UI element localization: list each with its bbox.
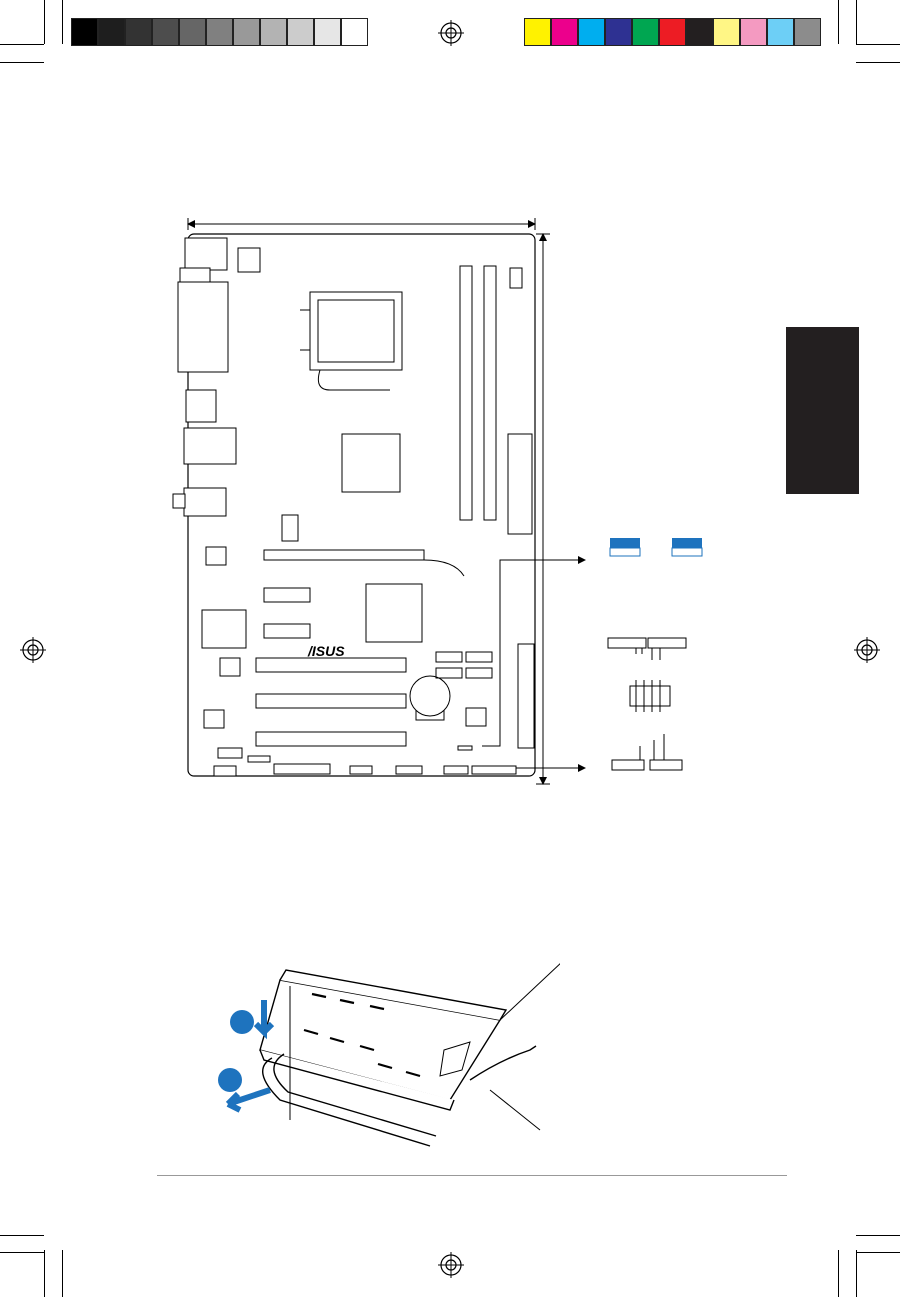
registration-target-icon [854,637,880,663]
rear-io-ports [172,237,237,517]
crop-mark [856,44,900,45]
color-swatch [632,18,659,46]
atx12v-connector [237,247,261,273]
crop-mark [0,1252,44,1253]
cpu-socket-lever-illustration [218,963,560,1147]
callout-line [489,1089,541,1131]
lid-dashes [303,992,421,1078]
small-chip [203,709,225,729]
color-swatch [740,18,767,46]
registration-target-icon [438,20,464,46]
small-chip [219,657,241,677]
northbridge-chip [341,433,401,493]
pcie-x16-slot [263,549,465,577]
step-2-marker [218,1068,271,1113]
crop-mark [0,62,44,63]
load-lever [262,1045,537,1147]
crop-mark [856,1235,900,1236]
crop-mark [838,0,839,44]
crop-mark [856,1250,857,1297]
atx-power-connector [507,433,533,535]
small-chip [281,514,299,542]
crop-mark [838,1250,839,1297]
bottom-headers [213,747,517,777]
color-swatch [551,18,578,46]
southbridge-chip [365,583,423,643]
crop-mark [62,0,63,44]
color-swatch [578,18,605,46]
crop-mark [856,1252,900,1253]
color-swatch [767,18,794,46]
registration-target-icon [438,1252,464,1278]
clrtc-jumper [457,745,473,751]
color-swatch [98,18,125,46]
color-swatch [605,18,632,46]
cpu-fan-header [509,267,523,289]
color-swatch [713,18,740,46]
dimension-height-line [536,233,550,785]
color-swatch [686,18,713,46]
crop-mark [856,0,857,44]
color-swatch-bar [524,18,821,46]
jumper-detail-right [671,538,703,557]
color-swatch [233,18,260,46]
cmos-battery [409,675,451,721]
crop-mark [0,44,44,45]
jumper-detail-left [609,538,641,557]
step-1-marker [230,1000,275,1040]
pcie-x1-slot [263,587,311,603]
crop-mark [44,1250,45,1297]
cpu-socket [300,291,403,391]
grayscale-swatch-bar [71,18,368,46]
color-swatch [125,18,152,46]
color-swatch [794,18,821,46]
color-swatch [260,18,287,46]
retention-tab [439,1041,471,1077]
color-swatch [659,18,686,46]
dimm-slots [459,265,497,521]
motherboard-layout-diagram: /ISUS [172,218,703,785]
brand-logo: /ISUS [307,643,345,659]
crop-mark [0,1235,44,1236]
color-swatch [524,18,551,46]
sata-connectors [435,651,493,679]
crop-mark [44,0,45,44]
color-swatch [287,18,314,46]
pcie-x1-slot [263,623,311,639]
dimension-width-line [187,218,536,230]
color-swatch [152,18,179,46]
super-io-chip [201,609,247,649]
chapter-side-tab [786,327,859,494]
registration-target-icon [20,637,46,663]
color-swatch [206,18,233,46]
pci-slots [255,657,407,747]
panel-header-detail [607,637,687,771]
small-chip [465,707,487,727]
crop-mark [856,62,900,63]
callout-leaders [482,556,586,772]
crop-mark [62,1250,63,1297]
color-swatch [71,18,98,46]
color-swatch [341,18,368,46]
small-chip [205,546,227,566]
color-swatch [314,18,341,46]
ide-connector [517,643,535,749]
footer-rule [157,1175,787,1176]
socket-lid [259,969,508,1111]
callout-line [499,963,560,1021]
color-swatch [179,18,206,46]
